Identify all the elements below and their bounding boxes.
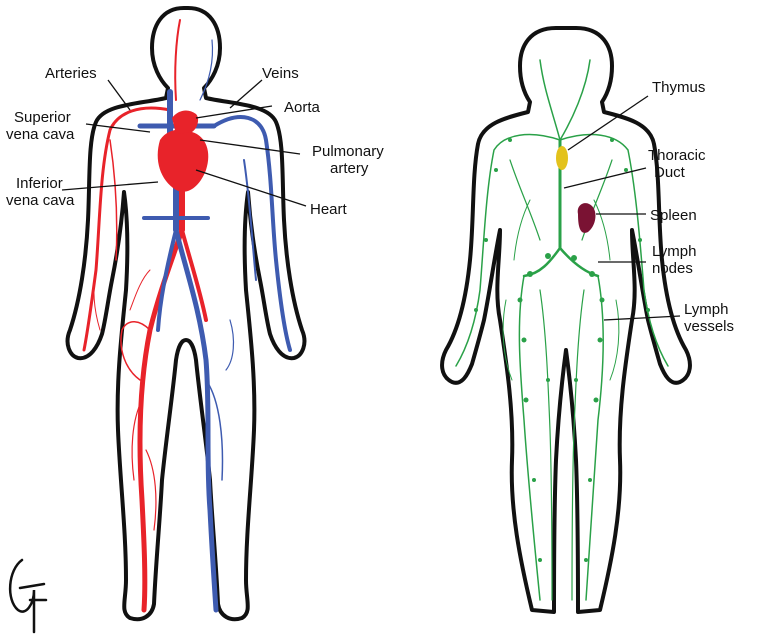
thymus xyxy=(556,146,568,170)
label-thoracic-duct-line1: Thoracic xyxy=(648,147,706,164)
label-lymph-nodes-line1: Lymph xyxy=(652,243,696,260)
heart xyxy=(157,110,209,192)
label-lymph-nodes-line2: nodes xyxy=(652,260,693,277)
label-thymus: Thymus xyxy=(652,79,705,96)
label-superior-vena-cava-line1: Superior xyxy=(14,109,71,126)
label-pulmonary-artery-line1: Pulmonary xyxy=(312,143,384,160)
left-body-outline xyxy=(65,6,307,622)
circulatory-figure: Arteries Veins Aorta Superior vena cava … xyxy=(6,6,384,622)
label-veins: Veins xyxy=(262,65,299,82)
label-lymph-vessels-line2: vessels xyxy=(684,318,734,335)
right-body-outline xyxy=(440,26,692,614)
label-superior-vena-cava-line2: vena cava xyxy=(6,126,75,143)
artist-signature xyxy=(9,558,48,634)
spleen xyxy=(577,203,596,233)
label-spleen: Spleen xyxy=(650,207,697,224)
left-leader-lines xyxy=(61,79,307,207)
label-thoracic-duct-line2: Duct xyxy=(654,164,686,181)
label-inferior-vena-cava-line1: Inferior xyxy=(16,175,63,192)
label-lymph-vessels-line1: Lymph xyxy=(684,301,728,318)
label-arteries: Arteries xyxy=(45,65,97,82)
lymphatic-figure: Thymus Thoracic Duct Spleen Lymph nodes … xyxy=(440,26,734,614)
label-pulmonary-artery-line2: artery xyxy=(330,160,369,177)
label-heart: Heart xyxy=(310,201,348,218)
label-inferior-vena-cava-line2: vena cava xyxy=(6,192,75,209)
label-aorta: Aorta xyxy=(284,99,321,116)
lymph-nodes xyxy=(474,138,650,562)
right-leader-lines xyxy=(563,95,681,321)
